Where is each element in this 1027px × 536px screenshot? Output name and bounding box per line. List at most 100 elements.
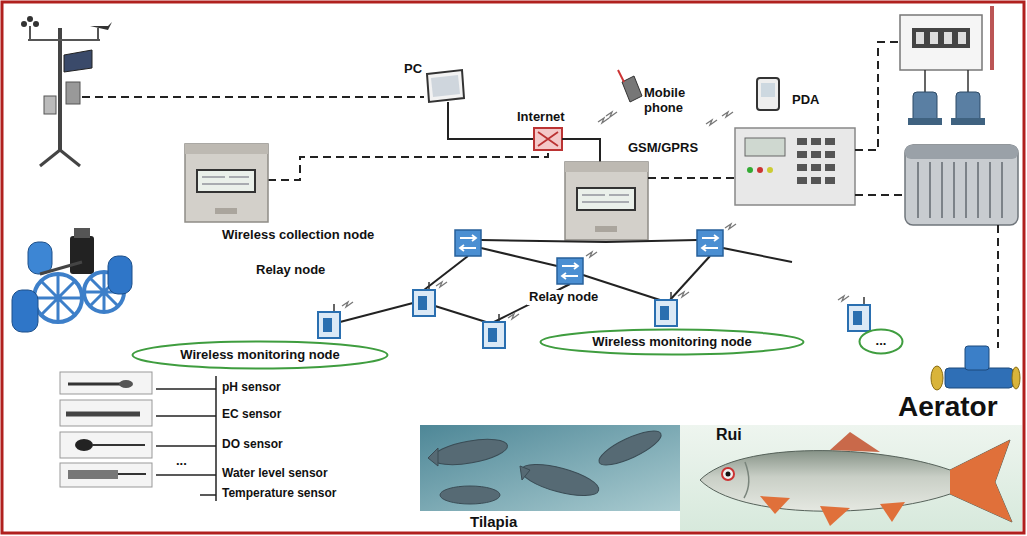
control-panel bbox=[811, 151, 821, 158]
sensor-probes bbox=[119, 380, 133, 388]
weather-station bbox=[33, 21, 39, 27]
rui-photo bbox=[880, 502, 905, 522]
internet-router bbox=[538, 132, 558, 146]
tilapia-photo bbox=[428, 425, 665, 504]
device-label: Wireless collection node bbox=[222, 228, 374, 243]
weather-station bbox=[29, 26, 31, 40]
wireless-mark bbox=[606, 112, 617, 117]
relay-icon bbox=[697, 230, 723, 256]
control-panel bbox=[797, 164, 807, 171]
wireless-mark bbox=[706, 120, 717, 125]
sensor-probes bbox=[60, 400, 152, 426]
control-panel bbox=[825, 151, 835, 158]
air-pump bbox=[905, 145, 1018, 159]
sensor-probes bbox=[60, 432, 152, 458]
paddle-aerator bbox=[108, 256, 132, 294]
paddle-aerator bbox=[28, 242, 52, 274]
switch-box bbox=[990, 6, 994, 70]
aerator-machine bbox=[931, 346, 1020, 390]
network-wire bbox=[481, 248, 557, 266]
rui-photo bbox=[722, 468, 734, 480]
air-pump bbox=[953, 162, 955, 218]
sensor-probes bbox=[66, 412, 140, 417]
tilapia-photo bbox=[431, 435, 510, 470]
switch-box bbox=[930, 32, 938, 44]
dashed-link bbox=[855, 194, 905, 196]
switch-box bbox=[916, 32, 924, 44]
switch-box bbox=[900, 15, 982, 70]
network-wire bbox=[670, 256, 710, 300]
rui-photo bbox=[950, 440, 1012, 522]
monitoring-ellipse: ... bbox=[858, 328, 904, 355]
sensor-probes bbox=[60, 372, 152, 394]
control-panel bbox=[747, 167, 753, 173]
air-pump bbox=[905, 145, 1018, 225]
rui-photo bbox=[830, 432, 880, 452]
ellipse-outline bbox=[860, 330, 903, 354]
collection-device bbox=[185, 144, 268, 222]
monitor-icon bbox=[483, 314, 505, 348]
weather-station bbox=[40, 150, 60, 166]
monitor-icon bbox=[655, 292, 677, 326]
pc-monitor bbox=[427, 70, 464, 102]
sensor-label: Water level sensor bbox=[222, 467, 328, 481]
rui-photo bbox=[820, 506, 850, 526]
mobile-phone bbox=[622, 76, 642, 102]
air-pump bbox=[1001, 162, 1003, 218]
switch-box bbox=[925, 70, 968, 92]
sensor-label: DO sensor bbox=[222, 438, 283, 452]
air-pump bbox=[977, 162, 979, 218]
aerator-motor bbox=[908, 118, 942, 125]
monitor-icon bbox=[318, 304, 340, 338]
aerator-motor bbox=[908, 92, 985, 125]
relay-icon bbox=[557, 258, 583, 284]
sensor-bracket bbox=[156, 415, 216, 417]
air-pump bbox=[941, 162, 943, 218]
control-panel bbox=[735, 128, 855, 205]
paddle-aerator bbox=[40, 262, 82, 274]
pda-device bbox=[761, 83, 775, 97]
switch-box bbox=[944, 32, 952, 44]
sensor-label: EC sensor bbox=[222, 408, 281, 422]
control-panel bbox=[745, 138, 785, 156]
device-label: Mobile phone bbox=[644, 86, 704, 116]
rui-photo bbox=[760, 496, 790, 514]
pc-monitor bbox=[427, 70, 464, 102]
internet-router bbox=[534, 128, 562, 150]
air-pump bbox=[918, 162, 1002, 218]
weather-station bbox=[21, 21, 27, 27]
control-panel bbox=[811, 138, 821, 145]
device-label: Relay node bbox=[256, 263, 325, 278]
mobile-phone bbox=[618, 70, 624, 82]
weather-station bbox=[97, 28, 99, 40]
paddle-aerator bbox=[74, 228, 90, 238]
weather-station bbox=[90, 22, 112, 30]
aerator-machine bbox=[965, 346, 989, 370]
aerator-machine bbox=[931, 366, 943, 390]
sensor-label: pH sensor bbox=[222, 381, 281, 395]
sensor-probes bbox=[60, 372, 152, 487]
rui-photo bbox=[700, 440, 1012, 522]
weather-station bbox=[21, 16, 112, 166]
relay-icon bbox=[455, 230, 481, 256]
fish-label: Tilapia bbox=[470, 513, 517, 530]
network-wire bbox=[435, 306, 486, 322]
sensor-bracket bbox=[200, 494, 216, 496]
paddle-aerator bbox=[12, 290, 38, 332]
device-label: PDA bbox=[792, 93, 819, 108]
monitor-icon bbox=[413, 282, 435, 316]
sensor-bracket bbox=[156, 474, 216, 476]
device-label: PC bbox=[404, 62, 422, 77]
paddle-aerator bbox=[34, 274, 82, 322]
paddle-aerator bbox=[12, 228, 132, 332]
control-panel bbox=[757, 167, 763, 173]
node-text: Wireless monitoring node bbox=[180, 348, 340, 363]
sensor-bracket bbox=[156, 388, 216, 390]
control-panel bbox=[735, 128, 855, 205]
wireless-mark bbox=[725, 224, 736, 229]
sensor-bracket bbox=[215, 376, 217, 501]
air-pump bbox=[917, 162, 919, 218]
